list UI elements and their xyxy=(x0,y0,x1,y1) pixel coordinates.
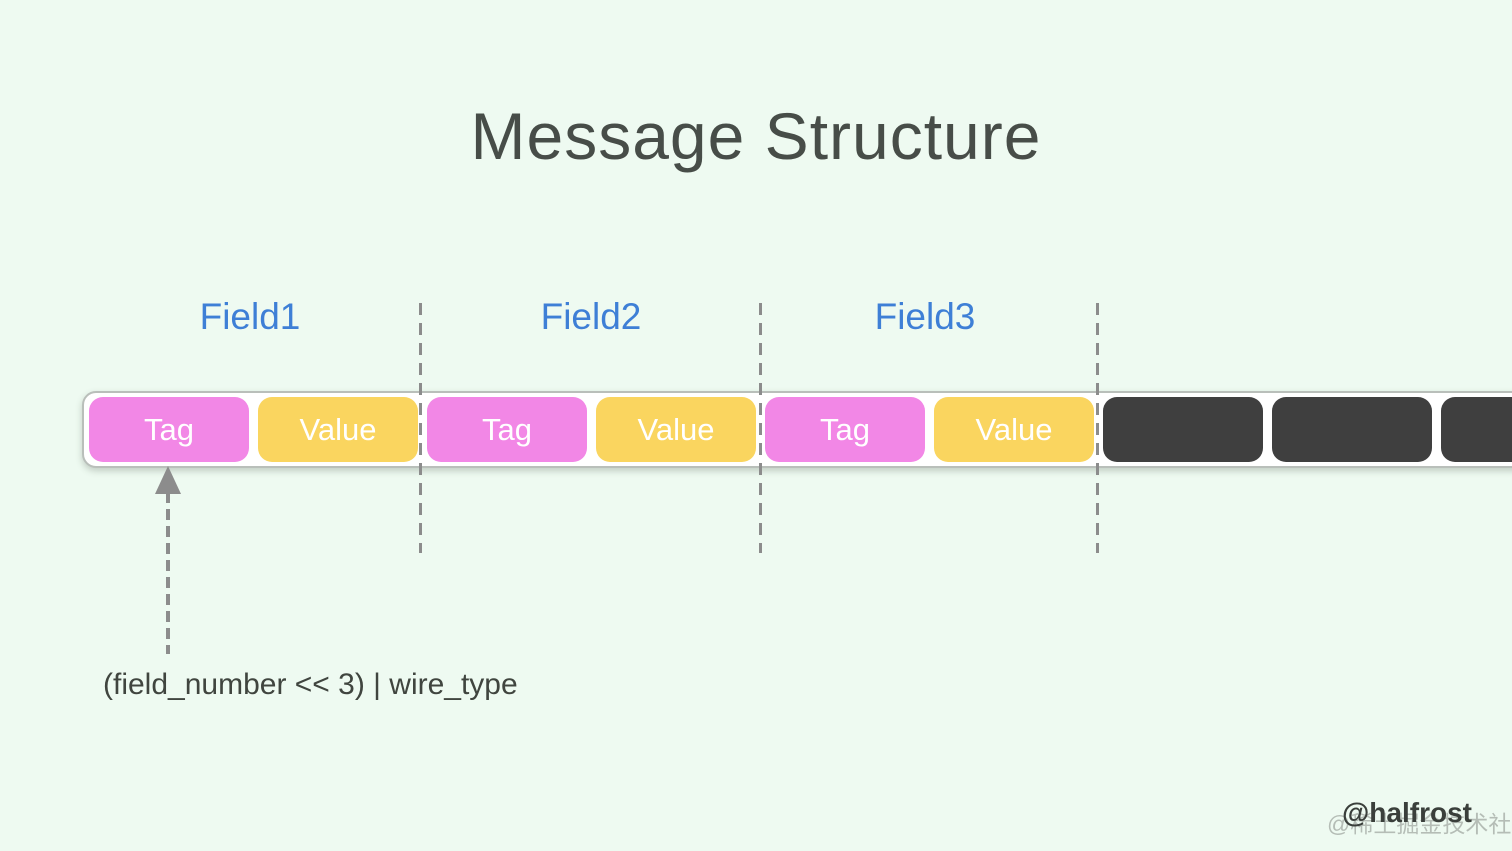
unknown-box xyxy=(1272,397,1432,462)
value-box-field2: Value xyxy=(596,397,756,462)
tag-pointer-arrow xyxy=(154,466,182,656)
tag-box-field3: Tag xyxy=(765,397,925,462)
field-separator-dashed-line xyxy=(759,303,762,553)
unknown-box xyxy=(1103,397,1263,462)
field2-label: Field2 xyxy=(540,296,642,337)
field-separator-dashed-line xyxy=(1096,303,1099,553)
field1-label: Field1 xyxy=(199,296,301,337)
tag-formula-annotation: (field_number << 3) | wire_type xyxy=(103,668,518,701)
field-separator-dashed-line xyxy=(419,303,422,553)
value-box-field1: Value xyxy=(258,397,418,462)
field3-label: Field3 xyxy=(874,296,976,337)
arrow-dashed-shaft xyxy=(166,492,170,654)
author-watermark: @halfrost xyxy=(1342,797,1472,828)
tag-box-field1: Tag xyxy=(89,397,249,462)
arrow-head-icon xyxy=(155,466,181,494)
message-byte-strip: Tag Value Tag Value Tag Value xyxy=(82,391,1512,468)
page-title: Message Structure xyxy=(470,99,1042,173)
value-box-field3: Value xyxy=(934,397,1094,462)
unknown-box xyxy=(1441,397,1512,462)
site-watermark: @稀土掘金技术社区 xyxy=(1327,811,1512,837)
tag-box-field2: Tag xyxy=(427,397,587,462)
